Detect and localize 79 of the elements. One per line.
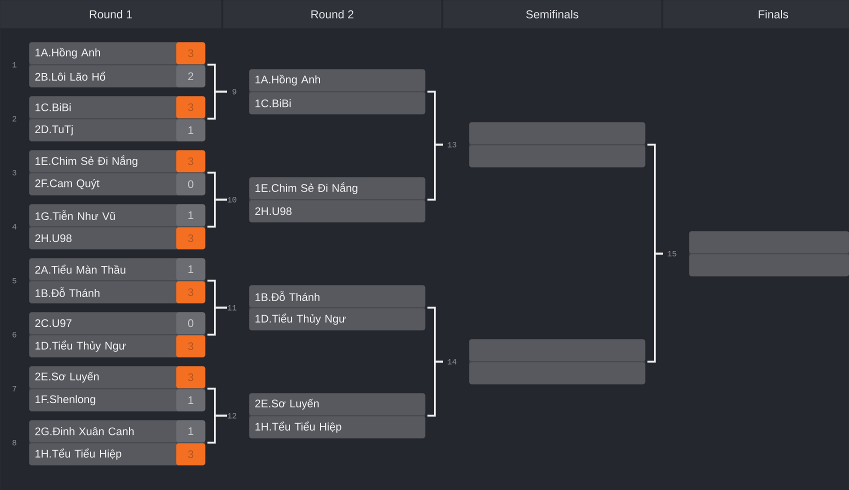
match-number: 10 bbox=[228, 196, 236, 202]
node-label: 2H.U98 bbox=[35, 234, 72, 242]
column-header: Finals bbox=[663, 0, 849, 28]
empty-slot bbox=[689, 231, 849, 254]
bracket-line bbox=[207, 414, 227, 444]
match-number: 5 bbox=[12, 278, 16, 284]
node-label: 2D.TuTj bbox=[35, 125, 73, 136]
node-label: 2C.U97 bbox=[35, 319, 72, 328]
node-label: 1E.Chim Sẻ Đi Nắng bbox=[36, 155, 138, 168]
node-label: 2H.U98 bbox=[255, 207, 292, 216]
empty-slot bbox=[469, 145, 646, 168]
node-label: 1C.BiBi bbox=[36, 103, 71, 112]
node-label: 1C.BiBi bbox=[256, 99, 291, 108]
node-label: 1B.Đỗ Thánh bbox=[256, 291, 320, 302]
team-row: 2H.U98 bbox=[249, 200, 426, 222]
column-header: Semifinals bbox=[443, 0, 662, 28]
score-cell: 0 bbox=[176, 173, 206, 196]
match-number: 11 bbox=[228, 305, 236, 310]
bracket-line bbox=[427, 144, 443, 201]
match-number: 8 bbox=[12, 440, 16, 446]
score-cell: 3 bbox=[176, 96, 206, 118]
score-cell: 3 bbox=[176, 335, 206, 358]
empty-slot bbox=[469, 339, 646, 362]
node-label: 1H.Tểu Tiểu Hiệp bbox=[36, 448, 122, 460]
node-label: 1A.Hồng Anh bbox=[36, 48, 100, 59]
node-label: 2F.Cam Quýt bbox=[35, 179, 100, 190]
node-label: 1B.Đỗ Thánh bbox=[36, 287, 100, 298]
empty-slot bbox=[469, 362, 646, 384]
column-header: Round 1 bbox=[0, 0, 222, 28]
team-row: 1D.Tiểu Thủy Ngư bbox=[249, 308, 426, 330]
match-number: 9 bbox=[232, 88, 236, 94]
node-label: 2E.Sơ Luyến bbox=[35, 372, 99, 383]
score-cell: 1 bbox=[176, 420, 206, 442]
bracket-line bbox=[207, 90, 227, 120]
column-header: Round 2 bbox=[223, 0, 442, 28]
match-number: 3 bbox=[12, 170, 16, 176]
bracket-line bbox=[207, 198, 227, 228]
match-number: 14 bbox=[448, 359, 456, 364]
empty-slot bbox=[689, 254, 849, 276]
match-number: 7 bbox=[12, 386, 16, 392]
score-cell: 3 bbox=[176, 443, 206, 466]
node-label: 2G.Đinh Xuân Canh bbox=[35, 427, 134, 436]
score-cell: 3 bbox=[176, 227, 206, 250]
score-cell: 1 bbox=[176, 119, 206, 142]
team-row: 1A.Hồng Anh bbox=[249, 69, 426, 92]
score-cell: 1 bbox=[176, 389, 206, 412]
bracket-line bbox=[647, 252, 663, 363]
score-cell: 3 bbox=[176, 150, 206, 172]
match-number: 1 bbox=[12, 62, 16, 68]
score-cell: 3 bbox=[176, 281, 206, 304]
team-row: 1B.Đỗ Thánh bbox=[249, 285, 426, 308]
team-row: 2E.Sơ Luyến bbox=[249, 393, 426, 416]
score-cell: 1 bbox=[176, 204, 206, 226]
node-label: 1A.Hồng Anh bbox=[256, 74, 320, 86]
bracket-line bbox=[207, 306, 227, 336]
node-label: 2E.Sơ Luyến bbox=[255, 398, 319, 410]
score-cell: 2 bbox=[176, 65, 206, 88]
score-cell: 3 bbox=[176, 366, 206, 388]
match-number: 2 bbox=[12, 116, 16, 122]
score-cell: 3 bbox=[176, 42, 206, 64]
team-row: 1E.Chim Sẻ Đi Nắng bbox=[249, 177, 426, 200]
match-number: 6 bbox=[12, 332, 16, 338]
match-number: 13 bbox=[448, 142, 456, 148]
node-label: 2A.Tiểu Màn Thầu bbox=[35, 264, 126, 274]
node-label: 1D.Tiểu Thủy Ngư bbox=[36, 340, 126, 352]
match-number: 12 bbox=[228, 413, 236, 418]
node-label: 1E.Chim Sẻ Đi Nắng bbox=[256, 182, 358, 194]
node-label: 1D.Tiểu Thủy Ngư bbox=[256, 314, 346, 325]
match-number: 15 bbox=[668, 251, 676, 256]
team-row: 1C.BiBi bbox=[249, 92, 426, 114]
score-cell: 1 bbox=[176, 258, 206, 280]
bracket-line bbox=[427, 360, 443, 417]
team-row: 1H.Tểu Tiểu Hiệp bbox=[249, 416, 426, 438]
node-label: 2B.Lôi Lão Hổ bbox=[35, 72, 106, 81]
node-label: 1G.Tiễn Như Vũ bbox=[36, 210, 115, 220]
node-label: 1H.Tểu Tiểu Hiệp bbox=[256, 422, 342, 433]
node-label: 1F.Shenlong bbox=[36, 395, 96, 406]
match-number: 4 bbox=[12, 224, 16, 230]
score-cell: 0 bbox=[176, 312, 206, 334]
